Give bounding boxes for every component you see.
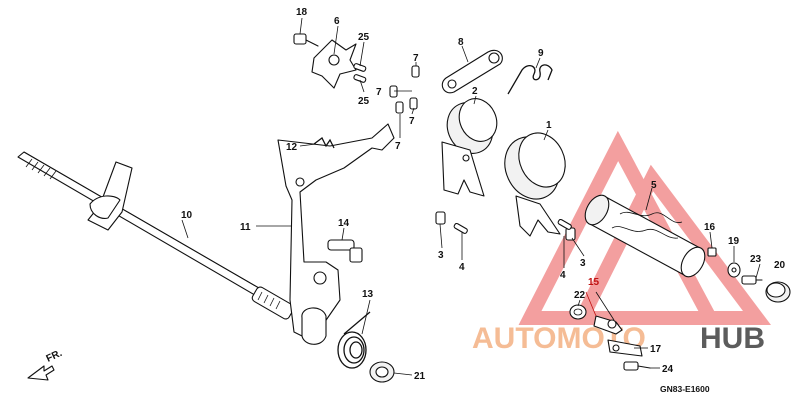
callout-3-right: 3 — [580, 258, 586, 269]
callout-24: 24 — [662, 364, 674, 375]
callout-7-b: 7 — [376, 87, 382, 98]
part-6-stopper-plate[interactable] — [311, 39, 357, 89]
callout-7-c: 7 — [409, 116, 415, 127]
callout-20: 20 — [774, 260, 786, 271]
part-12-spring[interactable] — [313, 137, 335, 149]
part-19-washer[interactable] — [727, 262, 741, 278]
part-10-gearshift-spindle[interactable] — [17, 151, 295, 320]
callout-6: 6 — [334, 16, 340, 27]
part-3-guide-pin-b[interactable] — [565, 227, 576, 241]
callout-22: 22 — [574, 290, 586, 301]
callout-2: 2 — [472, 86, 478, 97]
callout-18: 18 — [296, 7, 308, 18]
part-18-bolt[interactable] — [293, 33, 319, 47]
part-15-neutral-switch[interactable] — [593, 315, 623, 335]
callout-10: 10 — [181, 210, 193, 221]
callout-12: 12 — [286, 142, 298, 153]
callout-23: 23 — [750, 254, 762, 265]
part-22-o-ring[interactable] — [569, 304, 587, 320]
part-20-cap[interactable] — [765, 281, 791, 303]
part-8-stopper-arm[interactable] — [441, 49, 503, 94]
callout-labels: 18 6 25 25 8 9 7 7 7 7 2 1 12 10 11 14 3… — [181, 7, 786, 382]
part-13-return-spring[interactable] — [337, 311, 371, 369]
part-25-dowel-pins[interactable] — [353, 63, 367, 83]
watermark-brand-b: HUB — [700, 322, 765, 355]
callout-7-d: 7 — [395, 141, 401, 152]
part-24-screw[interactable] — [623, 361, 651, 371]
part-11-gearshift-arm[interactable] — [277, 123, 395, 345]
front-label: FR. — [45, 348, 64, 365]
callout-13: 13 — [362, 289, 374, 300]
diagram-code: GN83-E1600 — [660, 384, 710, 394]
callout-25-top: 25 — [358, 32, 370, 43]
callout-7-a: 7 — [413, 53, 419, 64]
callout-5: 5 — [651, 180, 657, 191]
callout-4-left: 4 — [459, 262, 465, 273]
callout-21: 21 — [414, 371, 426, 382]
part-17-bracket[interactable] — [607, 339, 643, 357]
part-7-shift-drum-pins[interactable] — [389, 65, 420, 114]
callout-14: 14 — [338, 218, 350, 229]
callout-15: 15 — [588, 277, 600, 288]
callout-1: 1 — [546, 120, 552, 131]
part-5-shift-drum[interactable] — [580, 191, 709, 281]
callout-11: 11 — [240, 222, 251, 233]
callout-19: 19 — [728, 236, 740, 247]
part-16-pin[interactable] — [707, 247, 717, 257]
callout-9: 9 — [538, 48, 544, 59]
part-23-bolt[interactable] — [741, 275, 763, 285]
part-9-return-spring[interactable] — [507, 64, 553, 95]
callout-3-left: 3 — [438, 250, 444, 261]
front-direction-arrow: FR. — [27, 348, 64, 381]
callout-16: 16 — [704, 222, 716, 233]
callout-8: 8 — [458, 37, 464, 48]
part-2-shift-fork[interactable] — [439, 92, 504, 197]
part-4-clip-a[interactable] — [453, 222, 468, 234]
part-4-clip-b[interactable] — [557, 218, 572, 230]
callout-4-right: 4 — [560, 270, 566, 281]
part-3-guide-pin-a[interactable] — [435, 211, 446, 225]
part-1-shift-fork[interactable] — [495, 125, 574, 237]
callout-17: 17 — [650, 344, 662, 355]
part-21-oil-seal[interactable] — [369, 361, 395, 383]
callout-25-bottom: 25 — [358, 96, 370, 107]
part-14-bolt[interactable] — [327, 239, 363, 263]
callout-leaders — [181, 17, 761, 376]
